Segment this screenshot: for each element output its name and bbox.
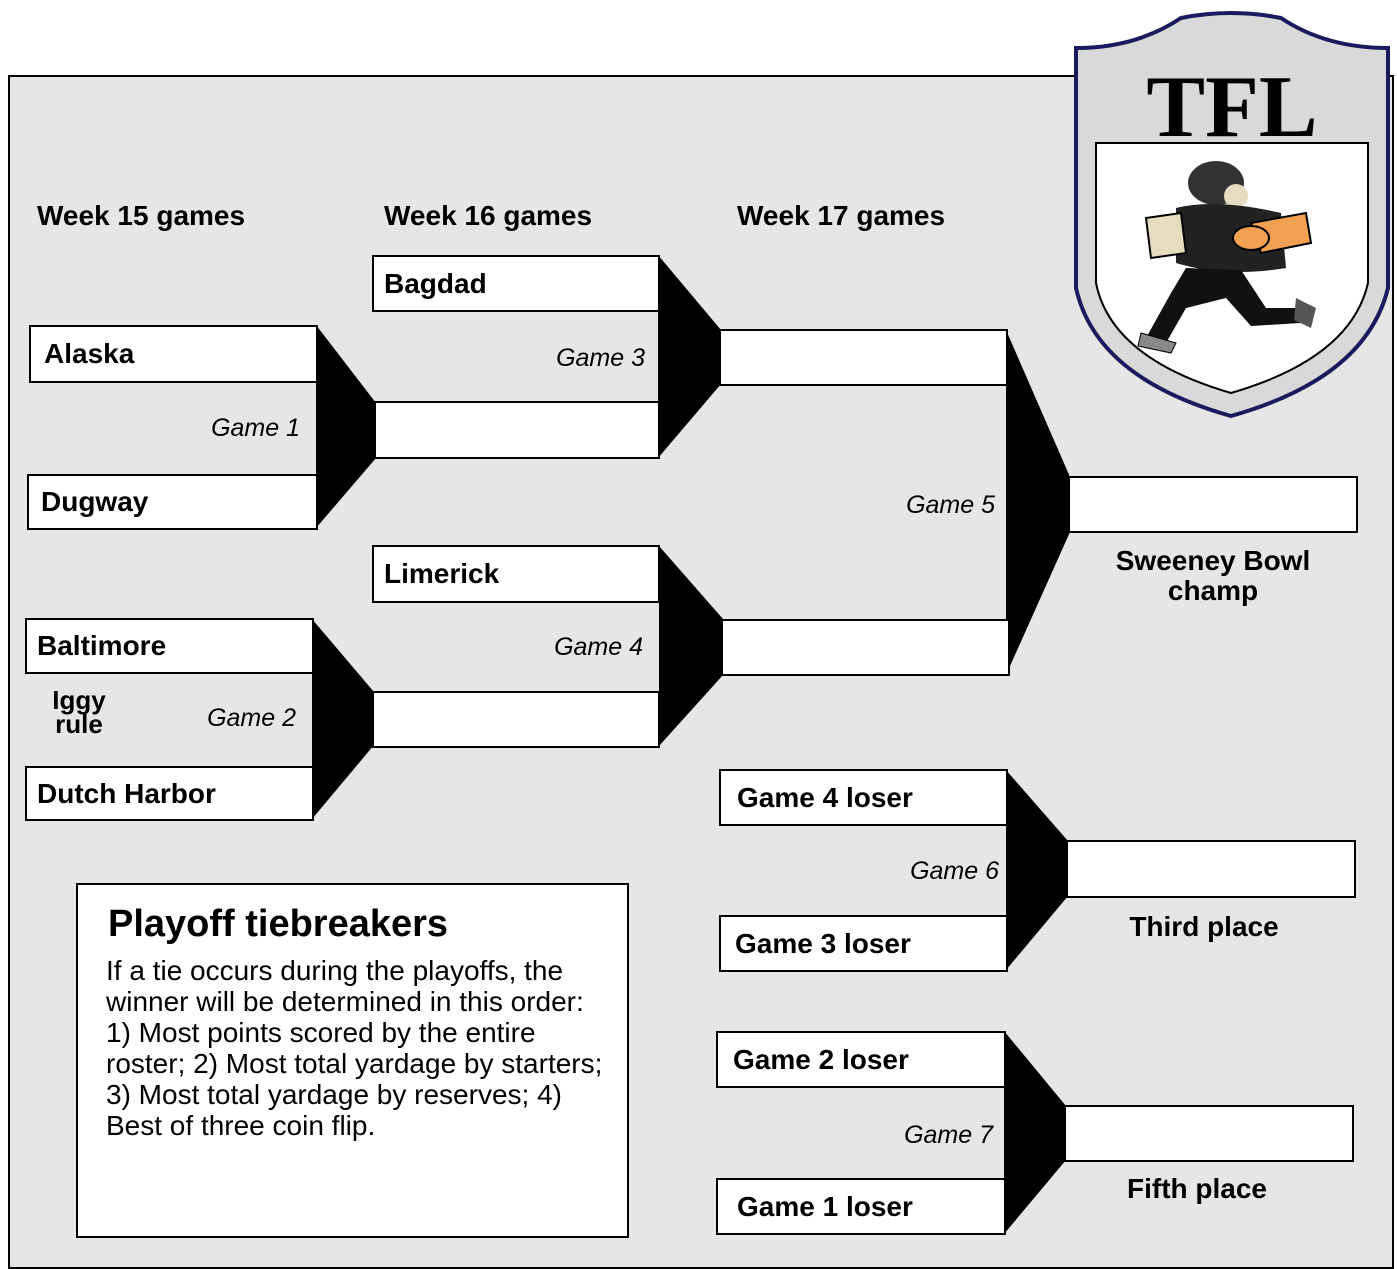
game7-label: Game 7 — [904, 1121, 993, 1149]
game4-connector — [659, 546, 723, 746]
team-alaska-label: Alaska — [44, 338, 135, 369]
third-place-label: Third place — [1129, 911, 1279, 942]
week16-header: Week 16 games — [384, 200, 593, 231]
team-dugway-label: Dugway — [41, 486, 149, 517]
game3-loser-label: Game 3 loser — [735, 927, 911, 959]
game4-loser-label: Game 4 loser — [737, 781, 913, 813]
game2-connector — [312, 619, 374, 819]
game5-label: Game 5 — [906, 491, 995, 519]
game4-label: Game 4 — [554, 633, 643, 661]
game2-loser-label: Game 2 loser — [733, 1043, 909, 1075]
game6-connector — [1006, 770, 1068, 970]
third-place-slot — [1066, 840, 1356, 898]
game3-winner-slot — [719, 329, 1008, 386]
team-bagdad: Bagdad — [372, 255, 660, 312]
game7-connector — [1004, 1031, 1066, 1234]
team-dutch-harbor: Dutch Harbor — [25, 766, 314, 821]
game1-loser-label: Game 1 loser — [737, 1190, 913, 1222]
fifth-place-label: Fifth place — [1126, 1173, 1267, 1204]
tiebreakers-text: If a tie occurs during the playoffs, the… — [106, 955, 603, 1141]
iggy-rule-note: Iggy rule — [52, 685, 106, 739]
game3-loser-slot: Game 3 loser — [719, 915, 1008, 972]
team-dutch-harbor-label: Dutch Harbor — [37, 777, 216, 809]
tfl-logo: TFL — [1074, 11, 1390, 418]
team-dugway: Dugway — [27, 474, 318, 530]
champ-label: Sweeney Bowl champ — [1115, 545, 1311, 606]
week17-header: Week 17 games — [737, 200, 946, 231]
game4-loser-slot: Game 4 loser — [719, 769, 1008, 826]
week15-header: Week 15 games — [37, 200, 246, 231]
team-baltimore-label: Baltimore — [37, 630, 167, 661]
champion-slot — [1068, 476, 1358, 533]
team-bagdad-label: Bagdad — [384, 267, 487, 299]
game1-connector — [316, 325, 376, 528]
game2-label: Game 2 — [207, 704, 296, 732]
tiebreakers-title: Playoff tiebreakers — [108, 903, 449, 945]
game2-loser-slot: Game 2 loser — [716, 1031, 1006, 1088]
fifth-place-slot — [1064, 1105, 1354, 1162]
game1-winner-slot — [374, 401, 660, 459]
logo-text: TFL — [1146, 59, 1317, 156]
football-player-icon — [1137, 161, 1316, 354]
game3-label: Game 3 — [556, 344, 645, 372]
team-limerick-label: Limerick — [384, 558, 500, 589]
team-alaska: Alaska — [29, 325, 318, 383]
game5-connector — [1006, 330, 1070, 675]
team-limerick: Limerick — [372, 545, 660, 603]
game4-winner-slot — [721, 619, 1010, 676]
game6-label: Game 6 — [910, 857, 999, 885]
game1-loser-slot: Game 1 loser — [716, 1178, 1006, 1235]
tiebreakers-box: Playoff tiebreakers If a tie occurs duri… — [76, 883, 629, 1238]
game3-connector — [658, 255, 721, 458]
game1-label: Game 1 — [211, 414, 300, 442]
team-baltimore: Baltimore — [25, 618, 314, 674]
game2-winner-slot — [372, 691, 660, 748]
